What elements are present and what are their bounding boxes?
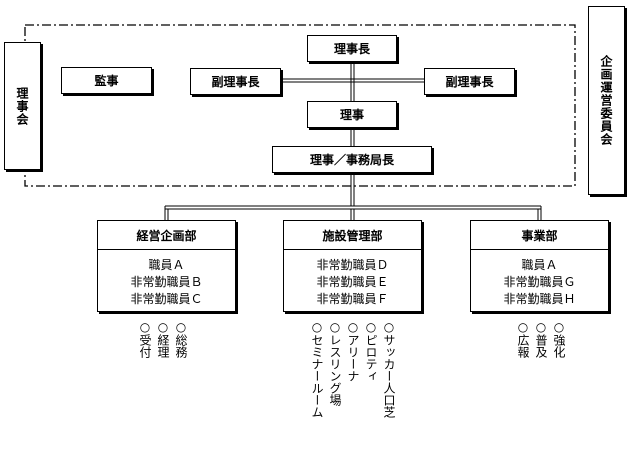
secretary-general-box: 理事／事務局長 [272,146,432,173]
chairman-box: 理事長 [307,35,397,62]
vice-chairman-right-box: 副理事長 [424,68,515,95]
board-label: 理事会 [15,86,29,126]
director-label: 理事 [339,108,364,122]
department-business: 事業部 職員Ａ 非常勤職員Ｇ 非常勤職員Ｈ [470,220,609,312]
secretary-general-label: 理事／事務局長 [309,153,394,167]
staff-member: 非常勤職員Ｄ [316,258,389,272]
duty-item: ○セミナールーム [310,320,324,418]
duty-item: ○受付 [138,320,152,358]
staff-member: 非常勤職員Ｈ [503,292,576,306]
department-planning-name: 経営企画部 [98,221,235,250]
staff-member: 非常勤職員Ｇ [503,275,576,289]
department-facilities: 施設管理部 非常勤職員Ｄ 非常勤職員Ｅ 非常勤職員Ｆ [283,220,422,312]
department-planning: 経営企画部 職員Ａ 非常勤職員Ｂ 非常勤職員Ｃ [97,220,236,312]
department-business-name: 事業部 [471,221,608,250]
staff-member: 非常勤職員Ｆ [316,292,389,306]
staff-member: 職員Ａ [521,258,558,272]
board-boundary [24,24,576,187]
duty-item: ○サッカー人口芝 [382,320,396,418]
auditor-box: 監事 [61,67,152,94]
vice-chairman-right-label: 副理事長 [445,75,494,89]
duty-item: ○広報 [516,320,530,358]
duty-item: ○総務 [174,320,188,358]
staff-member: 非常勤職員Ｂ [130,275,203,289]
staff-member: 非常勤職員Ｅ [316,275,389,289]
department-facilities-name: 施設管理部 [284,221,421,250]
department-business-duties: ○強化 ○普及 ○広報 [514,320,567,358]
duty-item: ○経理 [156,320,170,358]
vice-chairman-left-label: 副理事長 [211,75,260,89]
staff-member: 職員Ａ [148,258,185,272]
duty-item: ○普及 [534,320,548,358]
duty-item: ○強化 [552,320,566,358]
department-planning-duties: ○総務 ○経理 ○受付 [136,320,189,358]
staff-member: 非常勤職員Ｃ [130,292,203,306]
department-planning-staff: 職員Ａ 非常勤職員Ｂ 非常勤職員Ｃ [98,250,235,308]
duty-item: ○レスリング場 [328,320,342,406]
duty-item: ○ピロティ [364,320,378,382]
department-facilities-duties: ○サッカー人口芝 ○ピロティ ○アリーナ ○レスリング場 ○セミナールーム [308,320,397,418]
auditor-label: 監事 [94,74,119,88]
duty-item: ○アリーナ [346,320,360,382]
chairman-label: 理事長 [333,42,370,56]
department-facilities-staff: 非常勤職員Ｄ 非常勤職員Ｅ 非常勤職員Ｆ [284,250,421,308]
board-box: 理事会 [4,42,41,170]
planning-committee-label: 企画運営委員会 [599,55,613,146]
director-box: 理事 [307,101,397,128]
vice-chairman-left-box: 副理事長 [190,68,281,95]
department-business-staff: 職員Ａ 非常勤職員Ｇ 非常勤職員Ｈ [471,250,608,308]
planning-committee-box: 企画運営委員会 [588,6,625,195]
